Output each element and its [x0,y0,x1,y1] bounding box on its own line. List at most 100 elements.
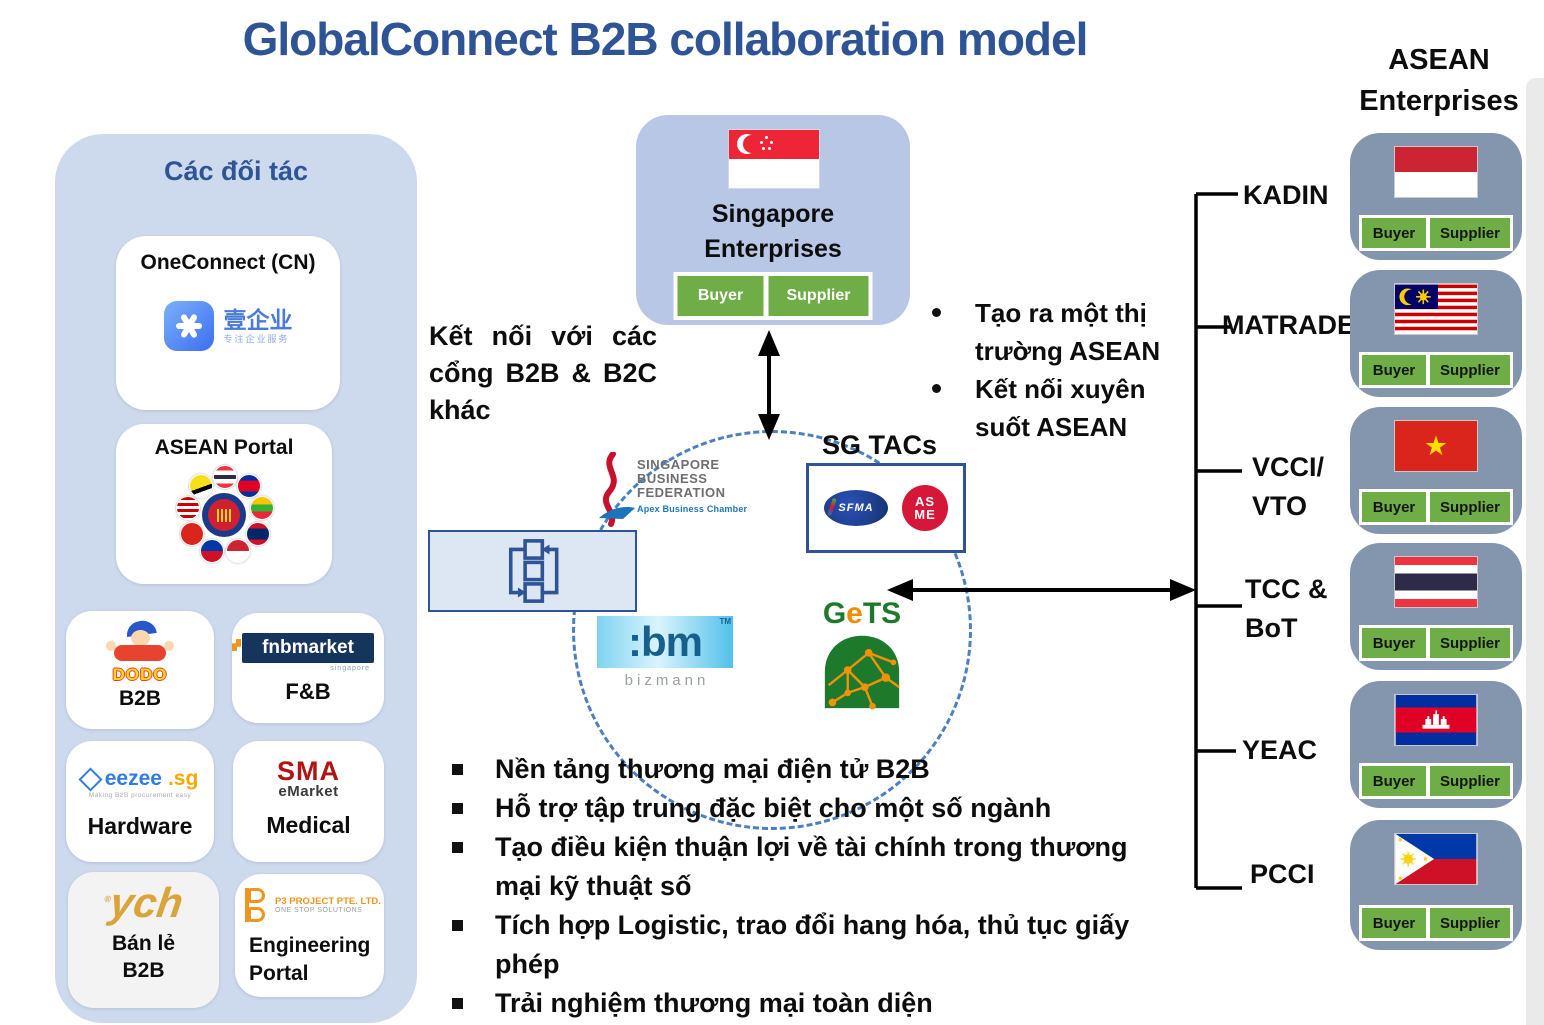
bizmann-brand: :bm [628,618,703,665]
eezee-suffix: .sg [167,767,199,790]
sfma-logo: SFMA [824,490,888,526]
laos-mini-flag-icon [246,522,270,546]
brunei-mini-flag-icon [189,474,213,498]
partner-card-p3: P3 PROJECT PTE. LTD. ONE STOP SOLUTIONS … [235,874,384,997]
supplier-button[interactable]: Supplier [1430,766,1510,796]
sbf-logo: SINGAPORE BUSINESS FEDERATION Apex Busin… [597,451,767,540]
singapore-flag [728,129,820,189]
partner-card-asean-portal: ASEAN Portal [116,424,332,584]
sma-brand: SMA [277,756,340,786]
buyer-button[interactable]: Buyer [1362,766,1426,796]
indonesia-mini-flag-icon [226,539,250,563]
list-item: Nền tảng thương mại điện tử B2B [450,750,1166,789]
partner-card-ych: ®ych Bán lẻ B2B [68,872,219,1008]
eezee-diamond-icon [78,766,103,792]
singapore-enterprises-box: Singapore Enterprises Buyer Supplier [636,115,910,325]
label-tcc-bot: TCC &BoT [1245,574,1328,643]
slide-edge [1526,78,1544,1025]
asean-card-philippines: Buyer Supplier [1350,820,1522,950]
vietnam-mini-flag-icon [180,522,204,546]
p3-brand: P3 PROJECT PTE. LTD. [275,896,381,907]
malaysia-flag [1394,283,1478,335]
bullet-icon [452,842,463,853]
thailand-flag [1394,556,1478,608]
asean-portal-logo [166,462,282,568]
bullet-icon [452,764,463,775]
ych-brand: ®ych [103,879,187,926]
philippines-mini-flag-icon [200,539,224,563]
list-item: Tích hợp Logistic, trao đổi hang hóa, th… [450,906,1166,984]
sma-brand2: eMarket [278,783,339,800]
bullet-icon [932,384,941,393]
malaysia-mini-flag-icon [176,496,200,520]
supplier-button[interactable]: Supplier [1430,908,1510,938]
label-vcci-vto: VCCI/VTO [1252,452,1325,521]
asean-bracket [1194,192,1242,890]
supplier-button[interactable]: Supplier [1430,628,1510,658]
features-list: Nền tảng thương mại điện tử B2B Hỗ trợ t… [450,750,1166,1023]
fnbmarket-tag: singapore [330,665,370,672]
cambodia-mini-flag-icon [237,474,261,498]
bizmann-name: bizmann [624,672,710,689]
label-kadin: KADIN [1243,180,1329,210]
bullet-icon [452,803,463,814]
supplier-button[interactable]: Supplier [1430,492,1510,522]
dodo-mascot-icon [100,618,180,669]
supplier-button[interactable]: Supplier [1430,218,1510,248]
supplier-button[interactable]: Supplier [1430,355,1510,385]
market-bullets: Tạo ra một thị trường ASEAN Kết nối xuyê… [930,294,1186,446]
oneconnect-brand: 壹企业 [223,306,293,333]
bizmann-logo: :bm TM bizmann [597,616,737,689]
asean-emblem-icon [202,493,246,537]
label-pcci: PCCI [1250,859,1315,889]
indonesia-flag [1394,146,1478,198]
asean-card-vietnam: ★ Buyer Supplier [1350,407,1522,534]
asean-heading-line1: ASEAN [1388,44,1490,76]
list-item: Tạo ra một thị trường ASEAN [930,294,1186,370]
sbf-flame-icon [599,451,635,527]
asean-card-cambodia: Buyer Supplier [1350,681,1522,808]
asean-heading-line2: Enterprises [1359,85,1519,117]
partner-card-sma: SMA eMarket Medical [233,741,384,862]
myanmar-mini-flag-icon [250,496,274,520]
buyer-button[interactable]: Buyer [1362,355,1426,385]
fnbmarket-logo: fnbmarket singapore [232,633,374,672]
label-yeac: YEAC [1242,735,1318,765]
fnb-card-label: F&B [285,679,331,704]
eezee-tagline: Making B2B procurement easy [88,792,192,799]
buyer-button[interactable]: Buyer [677,276,764,316]
ych-card-label: Bán lẻ B2B [111,932,176,982]
buyer-button[interactable]: Buyer [1362,628,1426,658]
sma-card-label: Medical [266,812,351,838]
supplier-button[interactable]: Supplier [768,276,869,316]
fnbmarket-glyph-icon [232,639,241,651]
partners-panel-title: Các đối tác [163,156,309,186]
buyer-button[interactable]: Buyer [1362,218,1426,248]
partner-card-oneconnect: OneConnect (CN) 壹企业 专注企业服务 [116,236,340,410]
bizmann-tm: TM [719,617,731,626]
eezee-card-label: Hardware [87,813,193,839]
p3-logo-icon [245,888,269,922]
fnbmarket-brand: fnbmarket [262,637,354,658]
p3-tagline: ONE STOP SOLUTIONS [275,907,363,914]
singapore-box-title: Singapore Enterprises [704,200,842,263]
gets-globe-icon [824,635,900,710]
oneconnect-tagline: 专注企业服务 [223,333,290,344]
sbf-line2: BUSINESS [637,471,708,486]
list-item: Tạo điều kiện thuận lợi về tài chính tro… [450,828,1166,906]
label-matrade: MATRADE [1222,310,1355,340]
list-item: Hỗ trợ tập trung đặc biệt cho một số ngà… [450,789,1166,828]
list-item: Trải nghiệm thương mại toàn diện [450,984,1166,1023]
asean-enterprises-heading: ASEAN Enterprises [1346,40,1532,122]
buyer-button[interactable]: Buyer [1362,492,1426,522]
bullet-icon [932,308,941,317]
buyer-button[interactable]: Buyer [1362,908,1426,938]
oneconnect-label: OneConnect (CN) [140,251,316,274]
philippines-flag [1394,833,1478,885]
thailand-mini-flag-icon [213,465,237,489]
vietnam-flag: ★ [1394,420,1478,472]
cambodia-flag [1394,694,1478,746]
workflow-icon [508,539,558,603]
dodo-brand: DODO [112,665,168,684]
